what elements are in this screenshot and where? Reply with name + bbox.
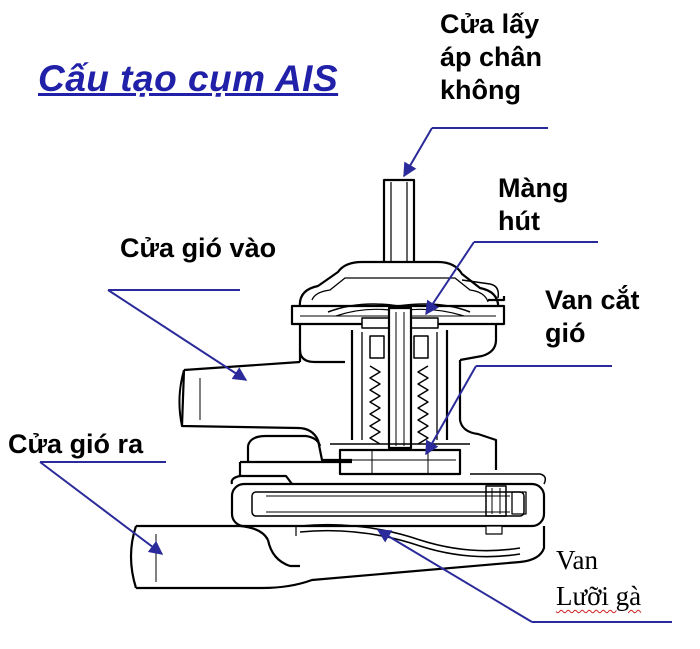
leader-air-outlet-arrow: [39, 461, 164, 555]
valve-stem: [387, 306, 413, 450]
leader-vacuum-port-arrow: [403, 127, 433, 178]
label-air-outlet-text: Cửa gió ra: [8, 429, 144, 459]
diagram-title: Cấu tạo cụm AIS: [38, 58, 339, 99]
leader-cutoff-valve-arrow: [425, 365, 477, 456]
label-vacuum-port-line-1: Cửa lấy: [440, 9, 540, 39]
label-air-inlet: Cửa gió vào: [120, 232, 276, 265]
inner-chamber: [350, 330, 449, 440]
springs: [369, 365, 429, 445]
outer-body-right: [458, 296, 506, 470]
top-cap: [298, 260, 500, 311]
label-cutoff-valve: Van cắt gió: [545, 284, 640, 350]
label-diaphragm-line-2: hút: [498, 206, 540, 236]
inlet-pipe: [178, 350, 352, 462]
reed-valve: [295, 523, 521, 558]
leader-air-inlet-arrow: [107, 289, 248, 381]
label-cutoff-valve-line-2: gió: [545, 318, 586, 348]
leader-diaphragm-arrow: [425, 241, 475, 316]
label-vacuum-port-line-2: áp chân: [440, 42, 543, 72]
label-air-outlet: Cửa gió ra: [8, 428, 143, 461]
vacuum-nipple: [382, 178, 416, 274]
label-reed-valve-line-2: Lưỡi gà: [556, 581, 642, 611]
label-air-inlet-text: Cửa gió vào: [120, 233, 277, 263]
label-reed-valve-line-1: Van: [556, 545, 598, 575]
lower-body: [230, 434, 547, 528]
label-reed-valve: Van Lưỡi gà: [556, 542, 641, 614]
label-vacuum-port-line-3: không: [440, 75, 521, 105]
leader-lines: [39, 127, 672, 623]
outlet-pipe: [129, 524, 546, 590]
label-cutoff-valve-line-1: Van cắt: [545, 285, 640, 315]
label-diaphragm: Màng hút: [498, 172, 569, 238]
leader-reed-valve-arrow: [376, 529, 533, 623]
valve-body-drawing: [129, 178, 547, 590]
label-diaphragm-line-1: Màng: [498, 173, 569, 203]
label-vacuum-port: Cửa lấy áp chân không: [440, 8, 542, 107]
